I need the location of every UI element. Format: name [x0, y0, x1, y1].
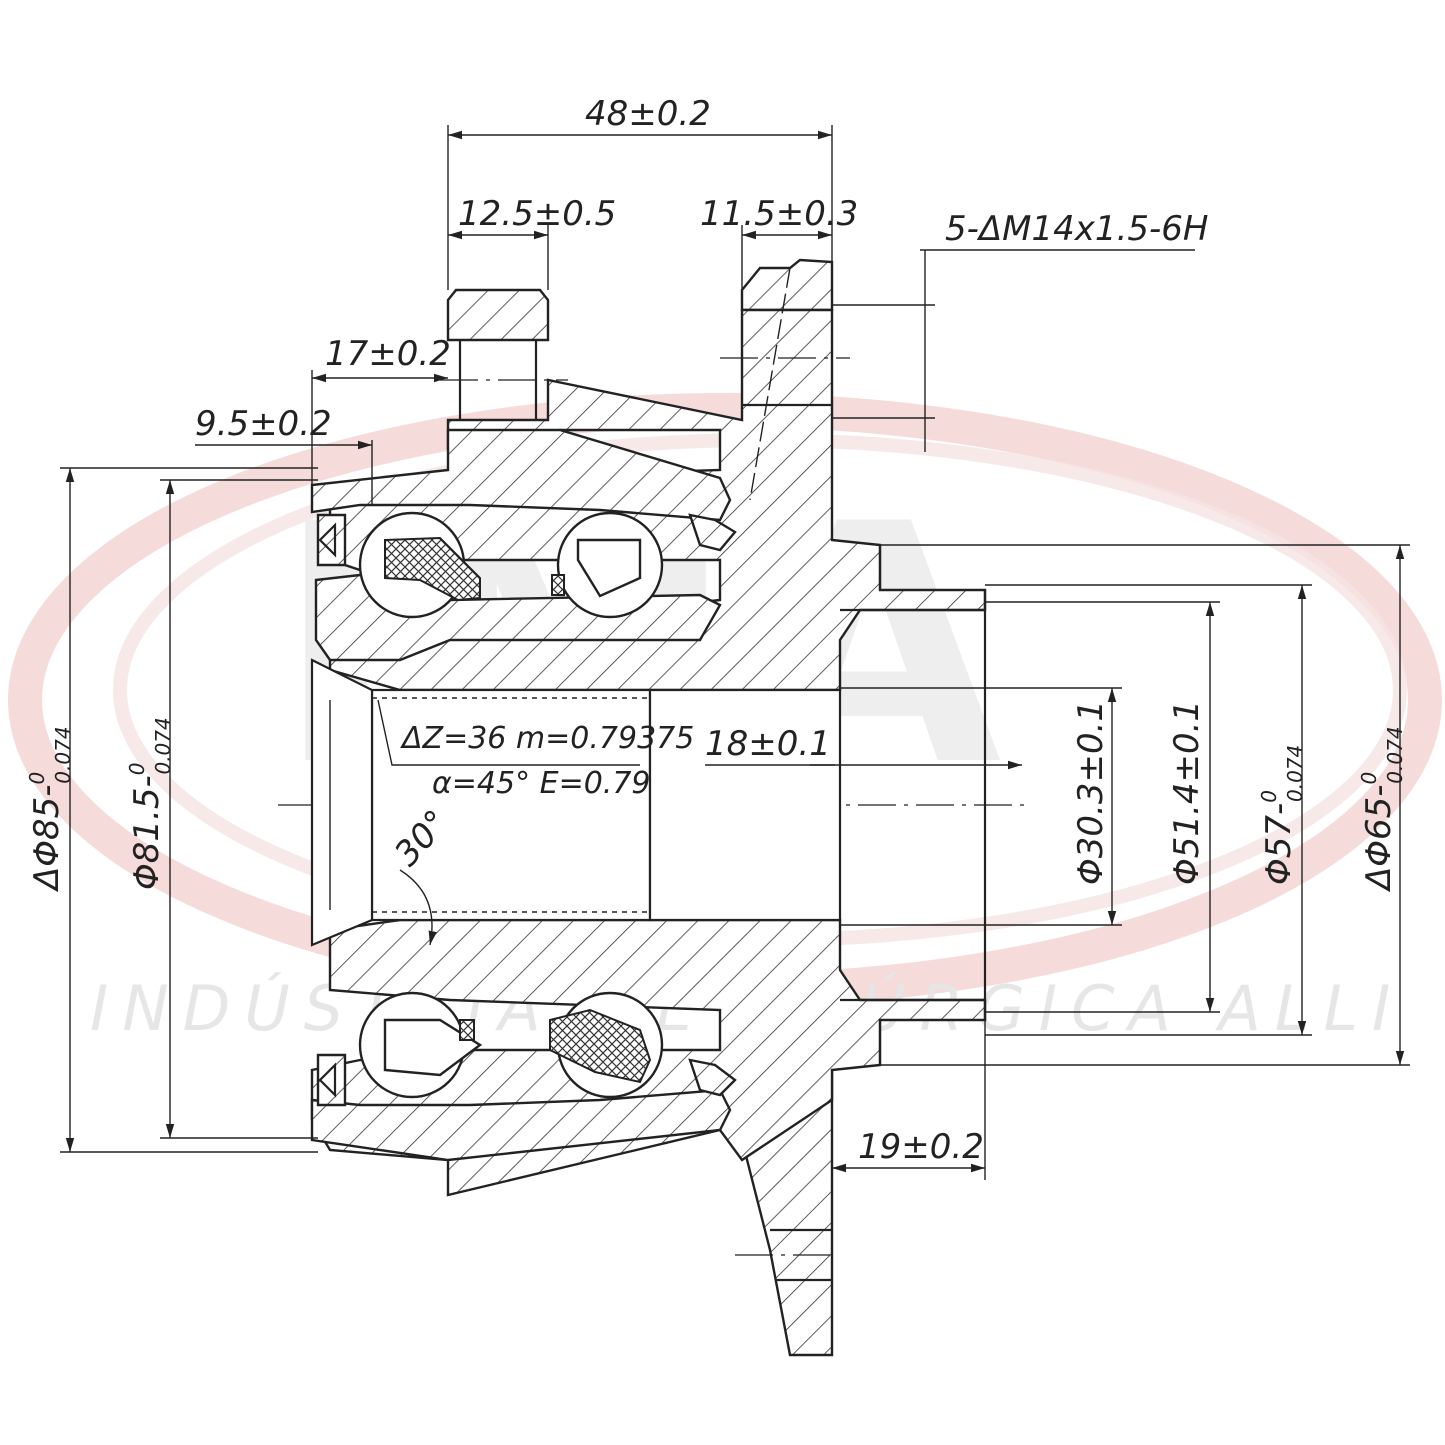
dim-overall-width: 48±0.2: [585, 94, 711, 134]
dim-dia-30-3: Φ30.3±0.1: [1071, 700, 1111, 885]
gear-spec-line2: α=45° E=0.79: [432, 766, 651, 801]
dim-dia-51-4: Φ51.4±0.1: [1167, 700, 1207, 885]
hub-body: [310, 258, 987, 1357]
dim-thread-callout: 5-ΔM14x1.5-6H: [945, 209, 1208, 249]
dimension-labels: 48±0.2 12.5±0.5 11.5±0.3 5-ΔM14x1.5-6H 1…: [25, 94, 1407, 1167]
dim-9-5: 9.5±0.2: [195, 404, 332, 444]
gear-spec-line1: ΔZ=36 m=0.79375: [400, 721, 694, 756]
dim-18: 18±0.1: [705, 724, 831, 764]
dim-flange-left: 12.5±0.5: [458, 194, 616, 234]
dim-19: 19±0.2: [858, 1127, 984, 1167]
dim-17: 17±0.2: [325, 334, 451, 374]
bearing-balls: [316, 511, 737, 1107]
dimension-lines: [60, 125, 1410, 1180]
dim-flange-right: 11.5±0.3: [700, 194, 858, 234]
